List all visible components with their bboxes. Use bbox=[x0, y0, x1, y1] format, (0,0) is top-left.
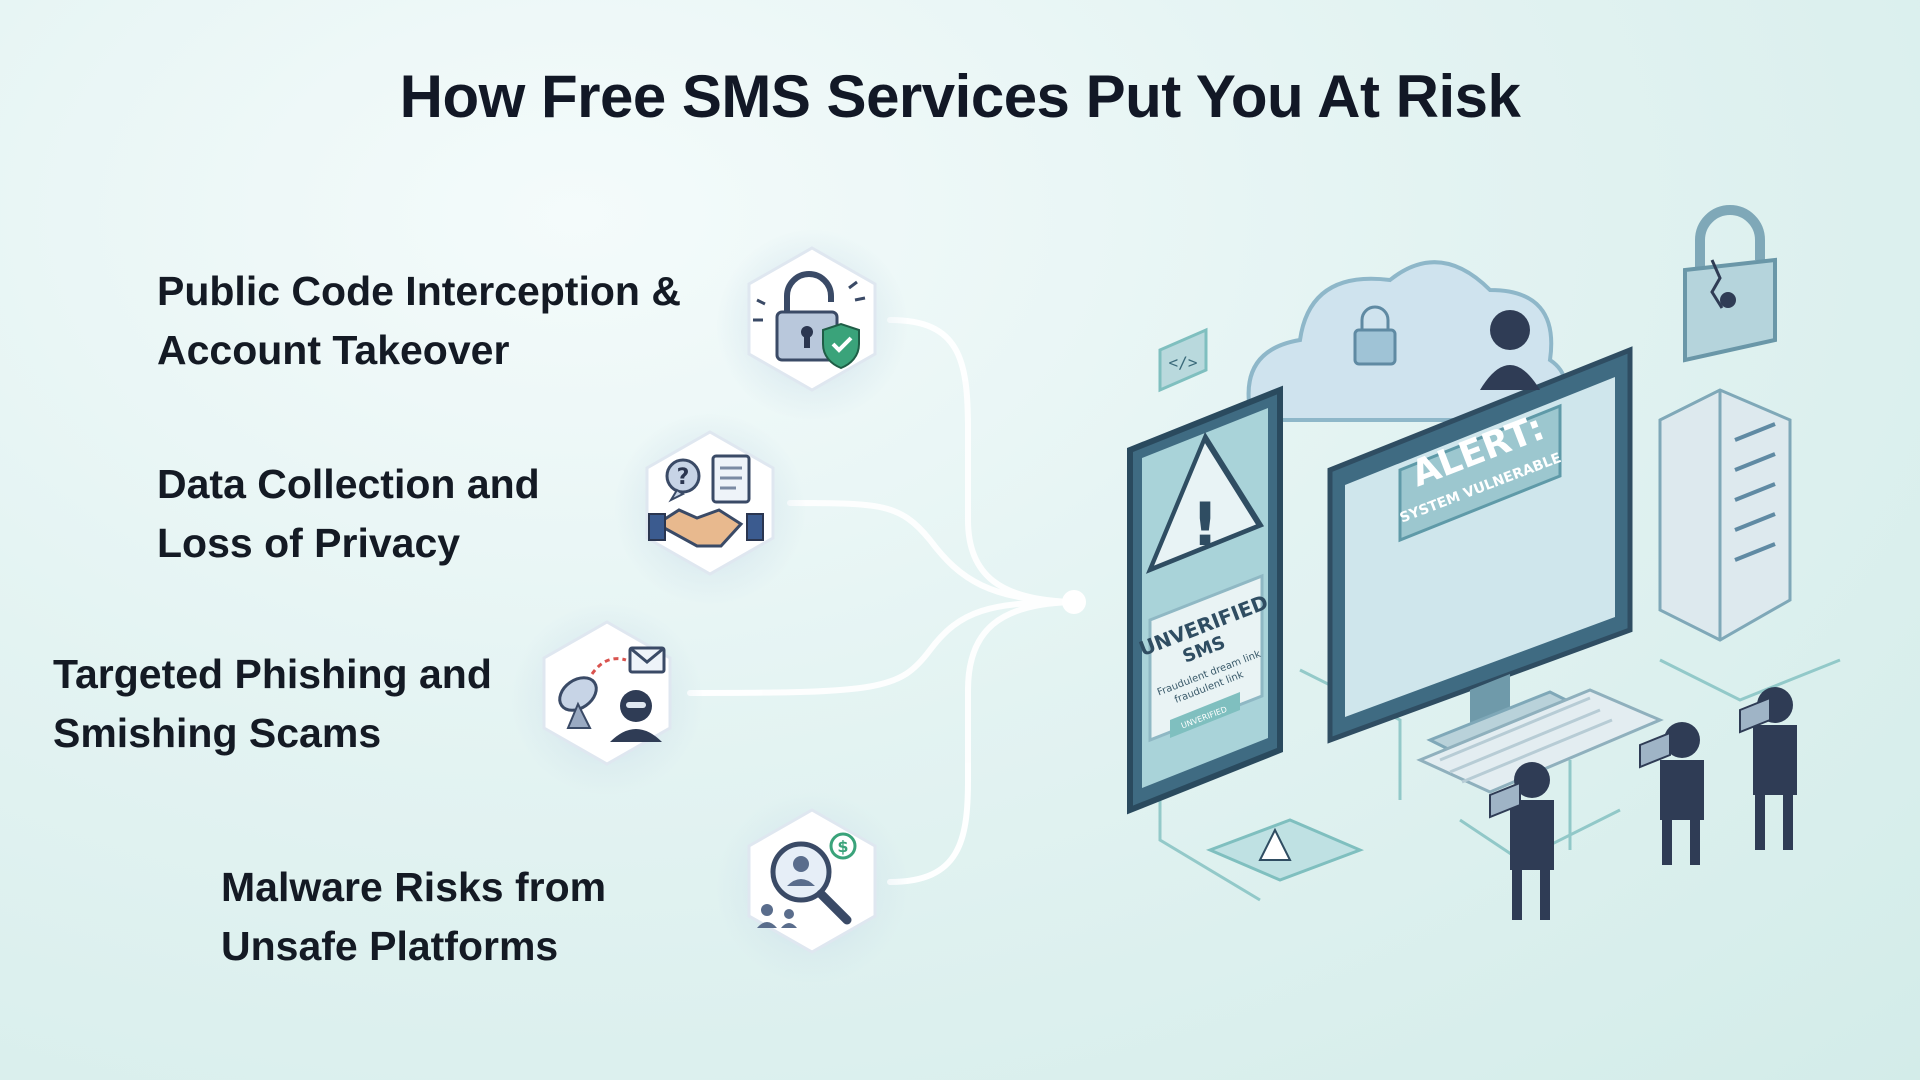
laptops bbox=[1489, 696, 1771, 819]
alert-monitor: ALERT: SYSTEM VULNERABLE bbox=[1327, 346, 1633, 762]
code-tag-card: </> bbox=[1158, 327, 1208, 393]
hacker-1 bbox=[1510, 762, 1554, 920]
magnifier-user-dollar-icon: $ bbox=[747, 808, 877, 954]
svg-text:!: ! bbox=[1191, 490, 1218, 560]
handshake-document-icon: ? bbox=[645, 430, 775, 576]
unverified-sms-phone: ! UNVERIFIED SMS Fraudulent dream link f… bbox=[1127, 385, 1283, 815]
page-title: How Free SMS Services Put You At Risk bbox=[399, 63, 1521, 130]
risk-hex-3 bbox=[512, 604, 702, 794]
server-rack-icon bbox=[1658, 388, 1792, 642]
warning-tile bbox=[1205, 818, 1365, 882]
svg-text:$: $ bbox=[837, 837, 848, 856]
broken-padlock-icon bbox=[1683, 205, 1777, 363]
cyber-threat-illustration: </> ALERT: SYSTEM VULNERABLE ! UNVERIFIE… bbox=[1127, 205, 1841, 920]
risk-hex-2: ? bbox=[615, 414, 805, 604]
risk-label-1: Public Code Interception &Account Takeov… bbox=[157, 268, 681, 373]
risk-hex-4: $ bbox=[717, 792, 907, 982]
cloud-icon bbox=[1240, 260, 1567, 422]
keyboard bbox=[1416, 688, 1664, 794]
connector-hub bbox=[1062, 590, 1086, 614]
svg-text:</>: </> bbox=[1169, 353, 1198, 372]
hooded-hackers bbox=[1480, 310, 1797, 920]
broken-padlock-shield-icon bbox=[747, 246, 877, 392]
hacker-3 bbox=[1753, 687, 1797, 850]
hacker-2 bbox=[1660, 722, 1704, 865]
svg-text:?: ? bbox=[677, 465, 690, 490]
risk-hex-1 bbox=[717, 230, 907, 420]
satellite-hacker-email-icon bbox=[542, 620, 672, 766]
hacker-top bbox=[1480, 310, 1540, 390]
